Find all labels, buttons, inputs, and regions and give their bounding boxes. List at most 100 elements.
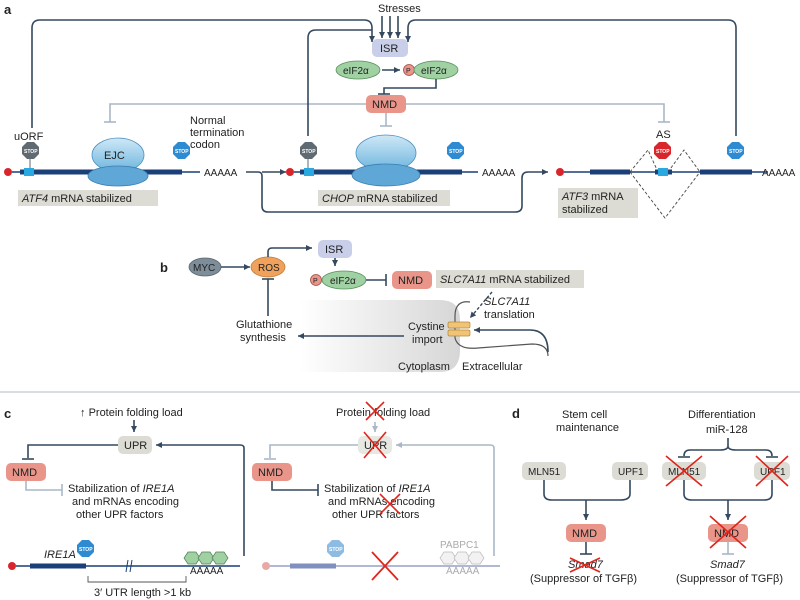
transporter-1: [447, 321, 471, 329]
panel-b: b MYC ROS ISR P eIF2α NMD SLC7A11 mRNA s…: [160, 240, 584, 373]
c-left-stab-1: Stabilization of IRE1A: [68, 483, 174, 495]
c-left-pabp-2: [197, 551, 215, 565]
slc-label: SLC7A11 mRNA stabilized: [440, 274, 570, 286]
c-left-pabp-1: [183, 551, 201, 565]
atf3-gene: ATF3: [561, 191, 589, 203]
atf3-cap: [556, 168, 564, 176]
d-mir-inhibit: [683, 438, 773, 457]
d-right-smad7: Smad7: [710, 559, 746, 571]
glut-2: synthesis: [240, 332, 286, 344]
nmd-inhibit-atf4: [109, 103, 366, 122]
b-nmd-label: NMD: [398, 275, 423, 287]
glut-1: Glutathione: [236, 319, 292, 331]
c-right-stab-2: and mRNAs encoding: [328, 496, 435, 508]
atf3-splice-2: [667, 149, 701, 173]
normal-term-1: Normal: [190, 115, 225, 127]
atf3-polya: AAAAA: [762, 168, 796, 179]
c-left-polya: AAAAA: [190, 566, 224, 577]
slc-translation-arrow: [469, 291, 493, 319]
d-left-nmd-label: NMD: [572, 528, 597, 540]
p-eif2a-label: eIF2α: [421, 66, 447, 77]
chop-label-box: [318, 190, 450, 206]
c-right-cap: [262, 562, 270, 570]
normal-term-2: termination: [190, 127, 244, 139]
atf3-label-1: ATF3 mRNA: [561, 191, 624, 203]
uorf-label: uORF: [14, 131, 44, 143]
b-phospho-label: P: [313, 278, 318, 285]
c-right-nmd-box: [252, 463, 292, 481]
chop-label: CHOP mRNA stabilized: [322, 193, 438, 205]
atf4-polya: AAAAA: [204, 168, 238, 179]
c-right-mrna-to-upr: [396, 442, 495, 556]
eif2a-label: eIF2α: [343, 66, 369, 77]
chop-mrna: STOP STOP AAAAA: [286, 134, 516, 187]
panel-c: c ↑ Protein folding load UPR NMD Stabili…: [4, 401, 500, 599]
atf3-splice-1: [629, 149, 659, 173]
atf3-main-stop-text: STOP: [729, 149, 743, 155]
cytoplasm-label: Cytoplasm: [398, 361, 450, 373]
atf4-label: ATF4 mRNA stabilized: [21, 193, 132, 205]
d-left-mln51-label: MLN51: [528, 467, 561, 478]
atf4-uorf-stop-text: STOP: [24, 149, 38, 155]
atf4-rest: mRNA stabilized: [51, 193, 132, 205]
atf3-as-stop-text: STOP: [656, 149, 670, 155]
atf3-skip: [629, 171, 701, 219]
c-left-utr-bracket: [87, 576, 187, 583]
myc-label: MYC: [193, 263, 215, 274]
d-left-suppressor: (Suppressor of TGFβ): [530, 573, 637, 585]
isr-box: [372, 39, 408, 57]
cystine-1: Cystine: [408, 321, 445, 333]
c-right-pabpc1: PABPC1: [440, 540, 479, 551]
chop-ribosome-small: [351, 163, 421, 187]
chop-main-stop: [447, 142, 464, 159]
c-right-stab-3: other UPR factors: [332, 509, 420, 521]
atf3-as-stop: [654, 142, 671, 159]
c-left-stab-2: and mRNAs encoding: [72, 496, 179, 508]
atf4-to-chop-arrow: [246, 169, 548, 213]
extracellular-label: Extracellular: [462, 361, 523, 373]
phospho-label: P: [406, 68, 411, 75]
d-stem-2: maintenance: [556, 422, 619, 434]
d-left-smad7-cross-2: [569, 557, 601, 573]
b-eif2a-label: eIF2α: [330, 276, 356, 287]
c-right-pabp-3: [467, 551, 485, 565]
c-right-upr-cross-2: [363, 431, 387, 459]
c-left-pabp-3: [211, 551, 229, 565]
ejc-label: EJC: [104, 150, 125, 162]
c-left-ire1a: IRE1A: [44, 549, 76, 561]
c-right-nmd-inhibit: [271, 481, 318, 491]
isr-inhibit-nmd: [383, 79, 437, 94]
c-left-utr-label: 3′ UTR length >1 kb: [94, 587, 191, 599]
c-left-stop: [77, 540, 94, 557]
d-left-mln51-box: [522, 462, 566, 480]
slc-translation: translation: [484, 309, 535, 321]
atf4-cap: [4, 168, 12, 176]
cystine-import-arrow: [474, 327, 549, 353]
d-right-mln51-label: MLN51: [668, 467, 701, 478]
c-left-upr-box: [118, 436, 152, 454]
chop-gene: CHOP: [322, 193, 354, 205]
slc-label-box: [436, 270, 584, 288]
chop-uorf-stop-text: STOP: [302, 149, 316, 155]
atf4-mrna: AAAAA STOP uORF STOP EJC: [4, 131, 238, 187]
cystine-2: import: [412, 334, 443, 346]
c-left-nmd-label: NMD: [12, 467, 37, 479]
d-right-nmd-cross-2: [709, 515, 747, 549]
atf3-label-2: stabilized: [562, 204, 608, 216]
nmd-inhibit-atf3: [406, 103, 665, 122]
isr-label: ISR: [380, 43, 398, 55]
chop-cap: [286, 168, 294, 176]
d-mir: miR-128: [706, 424, 748, 436]
slc-gene: SLC7A11: [440, 274, 486, 286]
b-phospho-circle: [310, 274, 322, 286]
panel-a: a Stresses ISR eIF2α P eIF2α NMD: [4, 2, 796, 219]
c-right-stab-cross-2: [379, 493, 401, 515]
c-left-cap: [8, 562, 16, 570]
nmd-label: NMD: [372, 99, 397, 111]
atf4-ribosome-small: [87, 165, 149, 187]
chop-rest: mRNA stabilized: [357, 193, 438, 205]
c-right-upr-to-nmd: [269, 444, 358, 458]
nmd-box: [366, 95, 406, 113]
atf4-main-stop-text: STOP: [175, 149, 189, 155]
